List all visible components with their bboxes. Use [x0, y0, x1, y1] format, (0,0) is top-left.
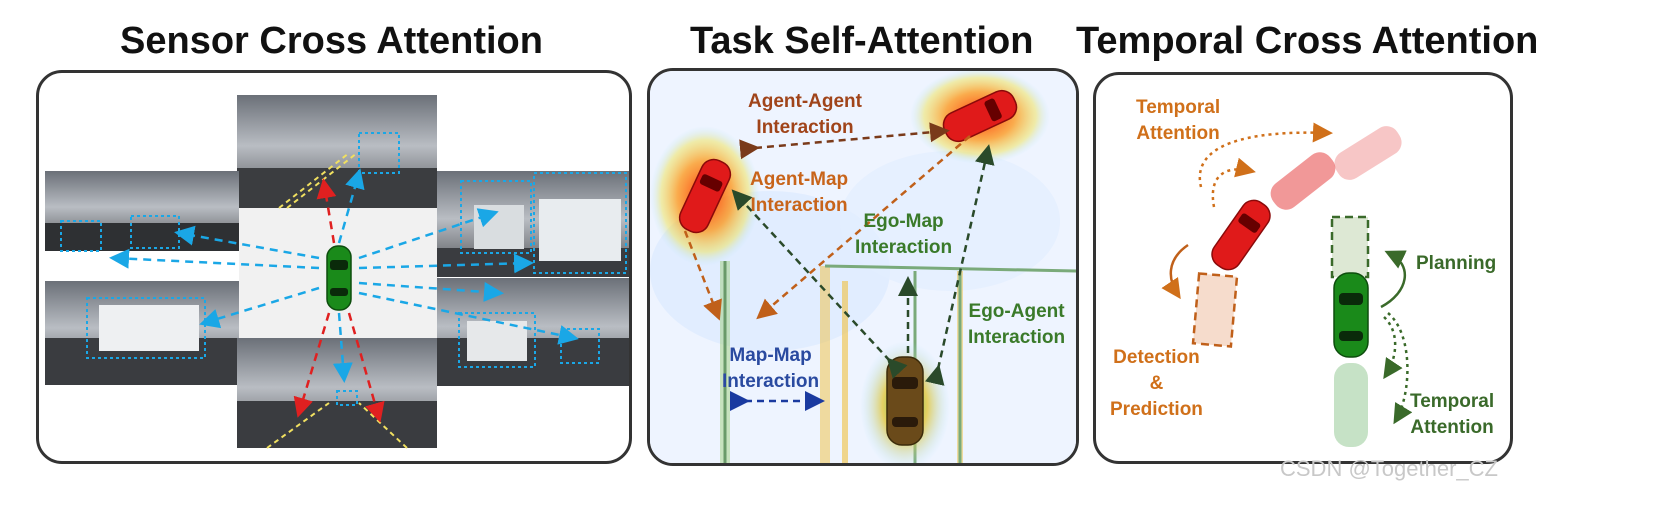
ego-car-icon — [327, 246, 351, 310]
back-right-camera-image — [437, 278, 629, 386]
agent-agent-interaction-label: Agent-Agent Interaction — [748, 89, 862, 141]
front-left-camera-image — [45, 171, 239, 251]
agent-map-interaction-label: Agent-Map Interaction — [750, 167, 848, 219]
front-camera-image — [237, 95, 437, 208]
ego-map-interaction-label: Ego-Map Interaction — [855, 209, 952, 261]
watermark: CSDN @Together_CZ — [1280, 456, 1498, 482]
temporal-cross-attention-title: Temporal Cross Attention — [1076, 20, 1538, 63]
agent-car-current-icon — [1207, 195, 1275, 274]
back-camera-image — [237, 338, 437, 448]
ego-car-current-icon — [1334, 273, 1368, 357]
task-self-attention-panel: Agent-Agent Interaction Agent-Map Intera… — [647, 68, 1079, 466]
temporal-attention-bottom-label: Temporal Attention — [1410, 389, 1494, 441]
temporal-cross-attention-panel: Temporal Attention Detection & Predictio… — [1093, 72, 1513, 464]
temporal-attention-top-label: Temporal Attention — [1136, 95, 1220, 147]
predicted-box — [1193, 273, 1237, 346]
sensor-cross-attention-panel — [36, 70, 632, 464]
ego-car-history-icon — [1334, 363, 1368, 447]
task-diagram — [650, 71, 1076, 463]
agent-car-history1-icon — [1265, 147, 1340, 215]
back-left-camera-image — [45, 281, 239, 385]
map-map-interaction-label: Map-Map Interaction — [722, 343, 819, 395]
agent-car-history2-icon — [1330, 121, 1407, 185]
sensor-cross-attention-title: Sensor Cross Attention — [120, 20, 543, 63]
planning-label: Planning — [1416, 251, 1496, 277]
task-self-attention-title: Task Self-Attention — [690, 20, 1033, 63]
planning-box — [1332, 217, 1368, 277]
ego-car-icon — [887, 357, 923, 445]
detection-prediction-label: Detection & Prediction — [1110, 345, 1203, 423]
ego-agent-interaction-label: Ego-Agent Interaction — [968, 299, 1065, 351]
front-right-camera-image — [437, 171, 629, 277]
sensor-diagram — [39, 73, 629, 461]
